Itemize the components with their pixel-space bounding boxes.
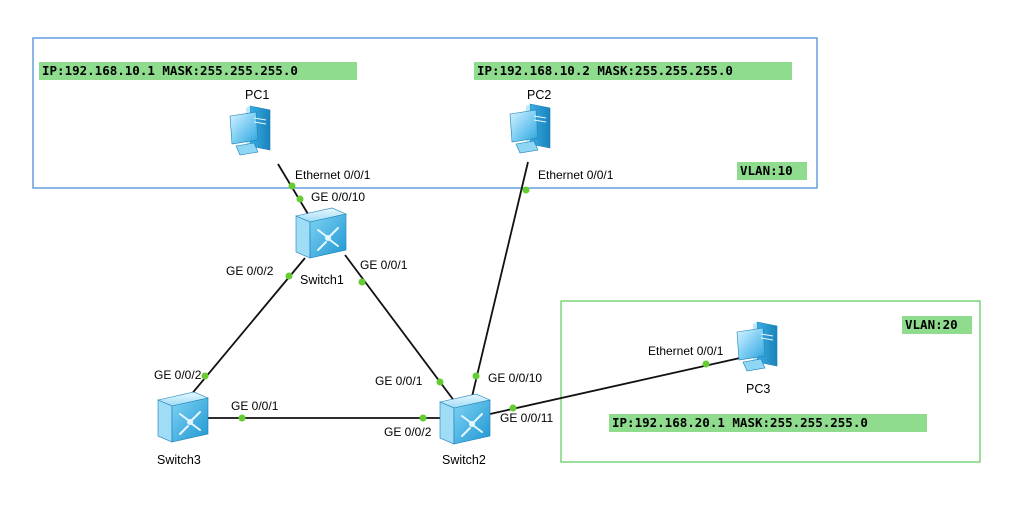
pc1-name: PC1 — [245, 88, 269, 102]
vlan20-tag-bg — [902, 316, 972, 334]
port-dot-pc2 — [522, 186, 530, 194]
pc1-ip-tag-bg — [39, 62, 357, 80]
port-dot-sw3-top — [201, 372, 209, 380]
port-label-pc3-eth: Ethernet 0/0/1 — [648, 344, 724, 358]
pc3-pc-icon[interactable] — [736, 321, 778, 372]
pc3-name: PC3 — [746, 382, 770, 396]
vlan10-zone — [32, 37, 818, 189]
pc2-ip-tag: IP:192.168.10.2 MASK:255.255.255.0 — [477, 63, 733, 78]
switch3-switch-icon[interactable] — [157, 391, 209, 443]
port-label-sw3-ge2: GE 0/0/2 — [154, 368, 202, 382]
switch2-name: Switch2 — [442, 453, 486, 467]
port-label-sw2-ge2: GE 0/0/2 — [384, 425, 432, 439]
pc2-name: PC2 — [527, 88, 551, 102]
vlan20-tag: VLAN:20 — [905, 317, 958, 332]
switch3-name: Switch3 — [157, 453, 201, 467]
pc3-ip-tag-bg — [609, 414, 927, 432]
links — [184, 161, 741, 419]
pc3-ip-tag: IP:192.168.20.1 MASK:255.255.255.0 — [612, 415, 868, 430]
port-dots — [201, 182, 710, 422]
port-dot-sw2-right — [509, 404, 517, 412]
port-dot-pc1 — [288, 182, 296, 190]
port-dot-sw2-top — [472, 372, 480, 380]
link-switch2-pc3 — [489, 357, 741, 415]
port-dot-sw3-right — [238, 414, 246, 422]
port-label-sw1-ge2: GE 0/0/2 — [226, 264, 274, 278]
switch1-name: Switch1 — [300, 273, 344, 287]
port-dot-sw1-left — [285, 272, 293, 280]
vlan20-zone — [560, 300, 981, 463]
link-switch1-switch3 — [184, 257, 306, 403]
pc2-ip-tag-bg — [474, 62, 792, 80]
port-dot-sw1-top — [296, 195, 304, 203]
pc1-ip-tag: IP:192.168.10.1 MASK:255.255.255.0 — [42, 63, 298, 78]
switch2-switch-icon[interactable] — [439, 393, 491, 445]
port-label-sw1-ge10: GE 0/0/10 — [311, 190, 365, 204]
port-dot-sw2-topleft — [436, 378, 444, 386]
port-label-sw3-ge1: GE 0/0/1 — [231, 399, 279, 413]
pc1-pc-icon[interactable] — [229, 105, 271, 156]
port-dot-sw2-left — [419, 414, 427, 422]
port-label-sw2-ge1: GE 0/0/1 — [375, 374, 423, 388]
port-label-sw1-ge1: GE 0/0/1 — [360, 258, 408, 272]
port-dot-pc3 — [702, 360, 710, 368]
port-label-sw2-ge11: GE 0/0/11 — [500, 411, 553, 425]
port-dot-sw1-right — [358, 278, 366, 286]
link-pc2-switch2 — [469, 161, 529, 406]
vlan10-tag: VLAN:10 — [740, 163, 793, 178]
pc2-pc-icon[interactable] — [509, 103, 551, 154]
port-label-pc2-eth: Ethernet 0/0/1 — [538, 168, 614, 182]
switch1-switch-icon[interactable] — [295, 207, 347, 259]
port-label-sw2-ge10: GE 0/0/10 — [488, 371, 542, 385]
port-label-pc1-eth: Ethernet 0/0/1 — [295, 168, 371, 182]
vlan10-tag-bg — [737, 162, 807, 180]
